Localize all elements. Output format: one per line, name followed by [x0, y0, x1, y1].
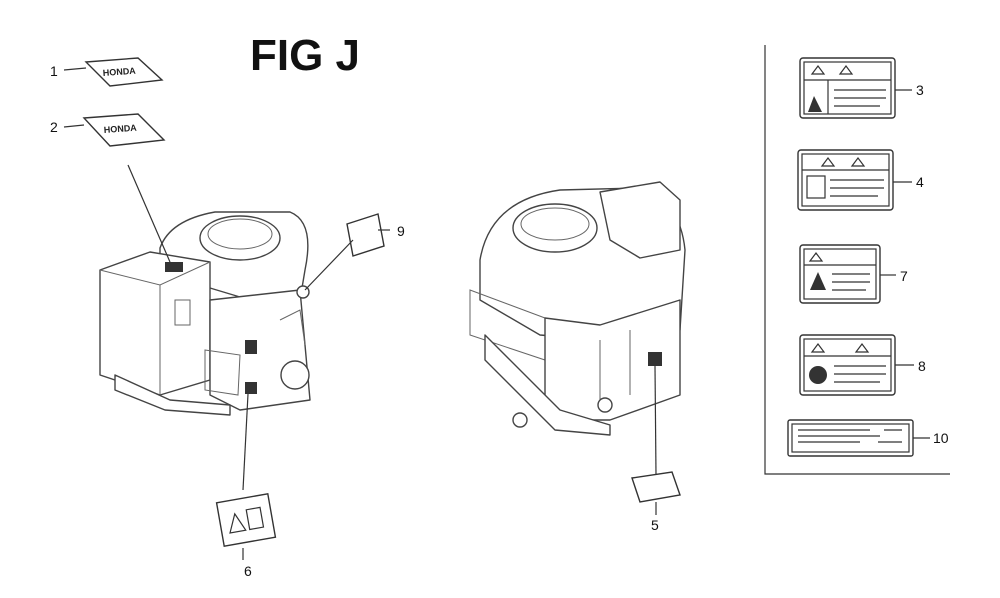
- decal-2-brand: HONDA: [103, 123, 137, 135]
- callout-8: 8: [918, 358, 926, 374]
- callout-4: 4: [916, 174, 924, 190]
- decal-5: [631, 471, 681, 503]
- decal-spot-side-lower: [245, 382, 257, 394]
- decal-2: HONDA: [82, 113, 166, 147]
- decal-9: [346, 213, 385, 257]
- decal-3: [799, 57, 896, 119]
- decal-1-brand: HONDA: [102, 66, 136, 78]
- decal-8: [799, 334, 896, 396]
- callout-1: 1: [50, 63, 58, 79]
- decal-spot-right: [648, 352, 662, 366]
- callout-5: 5: [651, 517, 659, 533]
- figure-title: FIG J: [250, 31, 360, 80]
- decal-6: [215, 493, 277, 547]
- decal-spot-top: [165, 262, 183, 272]
- decal-7: [799, 244, 881, 304]
- decal-spot-side-upper: [245, 340, 257, 354]
- decal-4: [797, 149, 894, 211]
- inset-border: [764, 45, 950, 475]
- callout-10: 10: [933, 430, 949, 446]
- callout-7: 7: [900, 268, 908, 284]
- callout-3: 3: [916, 82, 924, 98]
- decal-1: HONDA: [84, 57, 164, 87]
- decal-10: [787, 419, 914, 457]
- leader-lines: [63, 67, 930, 560]
- callout-2: 2: [50, 119, 58, 135]
- callout-9: 9: [397, 223, 405, 239]
- right-engine: [469, 181, 686, 436]
- left-engine: [99, 211, 311, 416]
- callout-6: 6: [244, 563, 252, 579]
